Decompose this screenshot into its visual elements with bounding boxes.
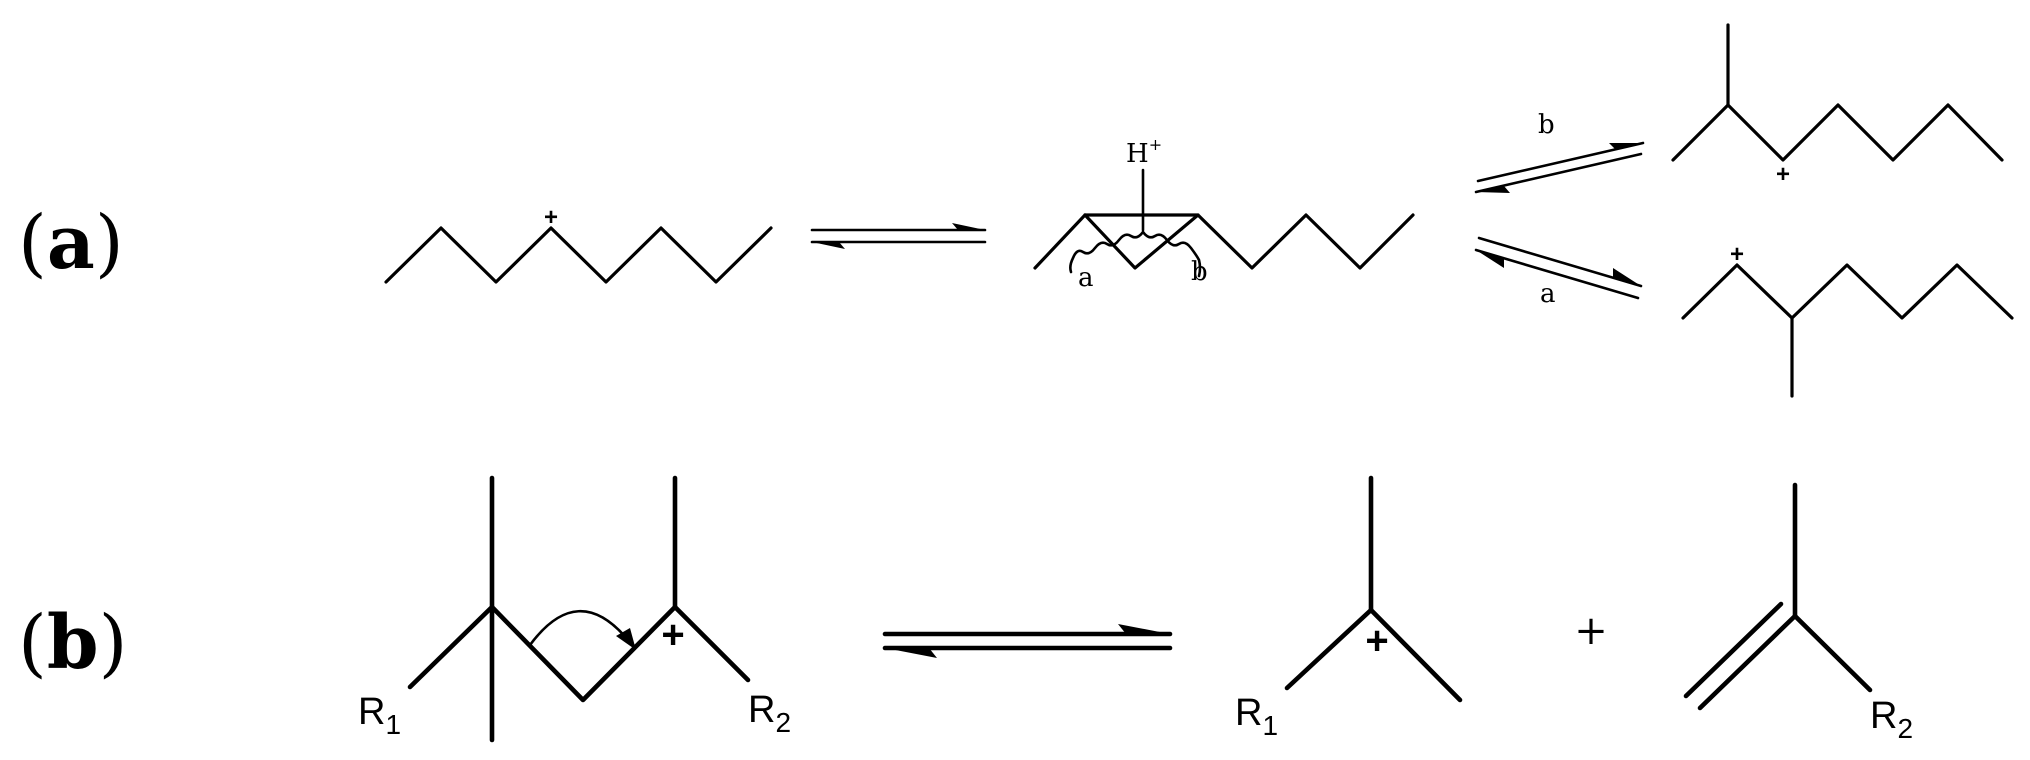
panel-b: (b) + R1 R2 + R1 + (18, 475, 1913, 744)
r2-label-product: R2 (1870, 695, 1913, 744)
path-b-label: b (1191, 257, 1208, 287)
r1-label: R1 (358, 691, 401, 740)
product-lower-cation: + (1681, 241, 2014, 398)
reactant-cation: + R1 R2 (358, 475, 791, 743)
reactant-cation-charge: + (661, 613, 684, 657)
wavy-bond-b (1141, 230, 1202, 278)
equilibrium-arrow-panel-b (882, 624, 1173, 658)
arrow-a-label: a (1540, 279, 1556, 309)
lower-cation-charge: + (1730, 241, 1744, 268)
product-cation-charge: + (1365, 619, 1388, 663)
protonated-cyclopropane: H+ a b (1033, 135, 1415, 293)
panel-a-label: (a) (18, 200, 124, 286)
equilibrium-arrow-b: b (1474, 110, 1645, 194)
equilibrium-arrow-1 (810, 223, 987, 249)
product-alkene: R2 (1683, 482, 1913, 744)
product-upper-cation: + (1671, 23, 2004, 188)
linear-cation-chain (384, 226, 773, 284)
arrow-b-label: b (1538, 110, 1555, 140)
path-a-label: a (1078, 263, 1094, 293)
panel-a: (a) + H+ a b (18, 23, 2014, 398)
equilibrium-arrow-a: a (1474, 236, 1643, 309)
panel-b-label: (b) (18, 600, 128, 686)
r2-label-reactant: R2 (748, 689, 791, 738)
linear-cation-charge: + (544, 204, 558, 231)
products-plus-sign: + (1574, 608, 1608, 654)
wavy-bond-a (1069, 230, 1145, 274)
product-tertiary-cation: + R1 (1235, 475, 1463, 741)
upper-cation-charge: + (1776, 161, 1790, 188)
r1-label-product: R1 (1235, 692, 1278, 741)
proton-label: H+ (1126, 135, 1162, 169)
